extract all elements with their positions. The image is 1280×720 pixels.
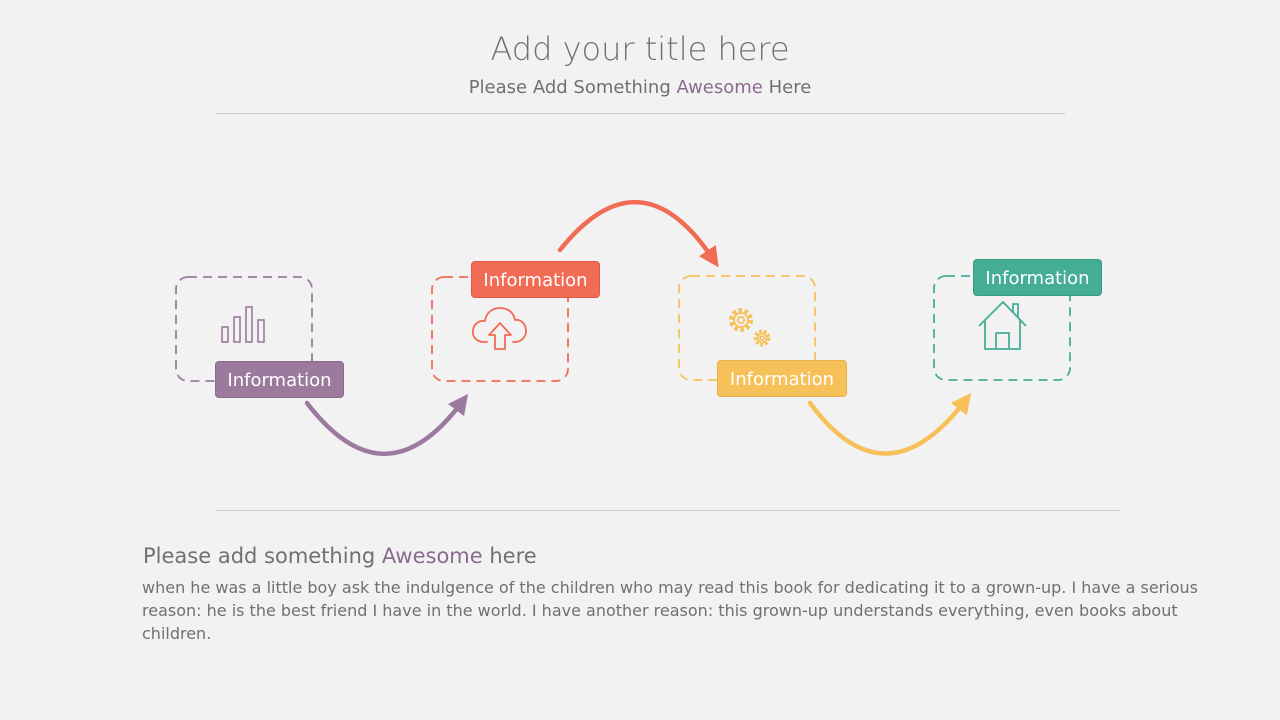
subtitle-highlight: Awesome: [676, 77, 763, 98]
top-divider: [216, 113, 1065, 114]
step-2-label: Information: [471, 261, 600, 298]
arrow-step-2-to-3: [557, 199, 719, 268]
step-1-label: Information: [215, 361, 344, 398]
bar-chart-icon: [221, 306, 265, 343]
house-icon: [978, 301, 1027, 350]
heading-suffix: here: [482, 544, 537, 568]
subtitle-prefix: Please Add Something: [468, 77, 677, 98]
step-4-dashed-frame: [933, 275, 1071, 381]
bottom-divider: [216, 510, 1121, 511]
heading-highlight: Awesome: [381, 544, 483, 568]
section-body-text: when he was a little boy ask the indulge…: [142, 578, 1198, 643]
subtitle-suffix: Here: [762, 77, 812, 98]
cloud-upload-icon: [471, 307, 527, 350]
section-heading: Please add something Awesome here: [143, 544, 537, 568]
arrow-step-1-to-2: [304, 393, 469, 456]
page-title: Add your title here: [490, 30, 790, 68]
step-2-dashed-frame: [431, 276, 569, 382]
arrow-step-3-to-4: [807, 392, 972, 456]
gears-icon: [729, 308, 771, 347]
page-subtitle: Please Add Something Awesome Here: [0, 77, 1280, 98]
step-4-label: Information: [973, 259, 1102, 296]
heading-prefix: Please add something: [143, 544, 382, 568]
step-3-label: Information: [717, 360, 847, 397]
